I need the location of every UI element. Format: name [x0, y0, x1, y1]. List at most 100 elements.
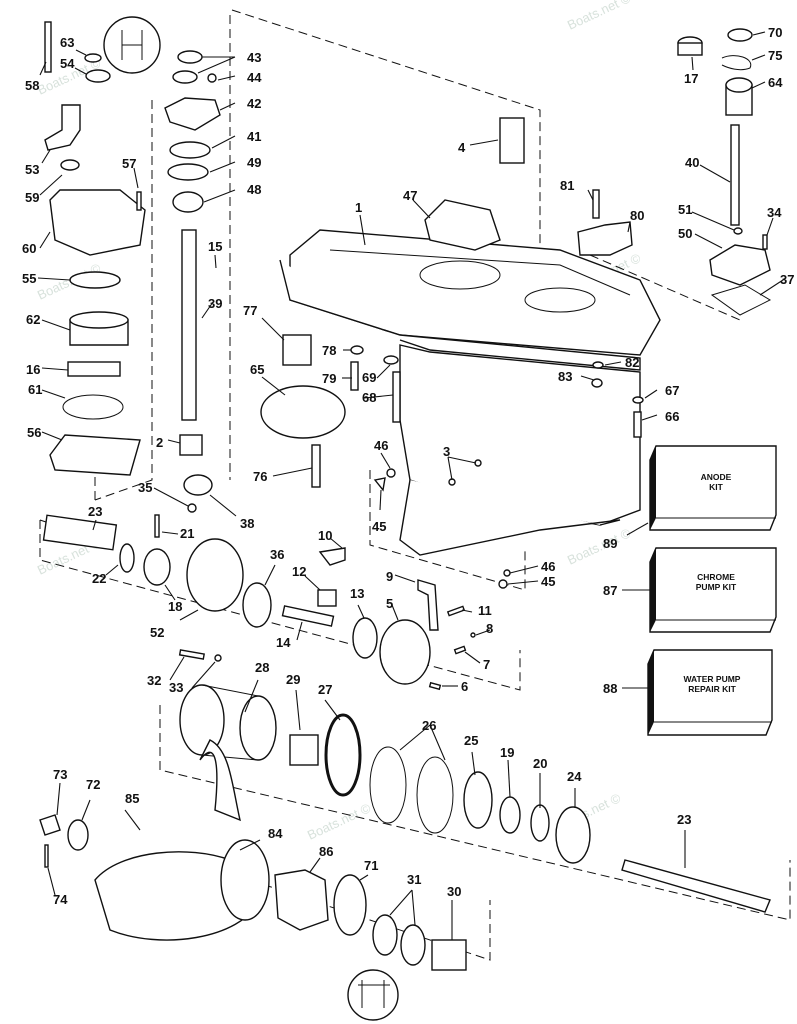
callout-label[interactable]: 84 — [268, 826, 283, 841]
callout-label[interactable]: 4 — [458, 140, 466, 155]
callout-label[interactable]: 19 — [500, 745, 514, 760]
callout-label[interactable]: 43 — [247, 50, 261, 65]
callout-label[interactable]: 70 — [768, 25, 782, 40]
callout-label[interactable]: 83 — [558, 369, 572, 384]
callout-label[interactable]: 1 — [355, 200, 362, 215]
callout-label[interactable]: 74 — [53, 892, 68, 907]
callout-label[interactable]: 81 — [560, 178, 574, 193]
callout-label[interactable]: 9 — [386, 569, 393, 584]
callout-label[interactable]: 42 — [247, 96, 261, 111]
callout-label[interactable]: 82 — [625, 355, 639, 370]
callout-label[interactable]: 12 — [292, 564, 306, 579]
chrome-pump-kit-box[interactable]: CHROME PUMP KIT — [649, 547, 777, 633]
callout-label[interactable]: 56 — [27, 425, 41, 440]
callout-label[interactable]: 33 — [169, 680, 183, 695]
callout-label[interactable]: 89 — [603, 536, 617, 551]
callout-label[interactable]: 71 — [364, 858, 378, 873]
callout-label[interactable]: 80 — [630, 208, 644, 223]
callout-label[interactable]: 29 — [286, 672, 300, 687]
callout-label[interactable]: 68 — [362, 390, 376, 405]
callout-label[interactable]: 53 — [25, 162, 39, 177]
callout-label[interactable]: 88 — [603, 681, 617, 696]
callout-label[interactable]: 48 — [247, 182, 261, 197]
callout-label[interactable]: 44 — [247, 70, 262, 85]
callout-label[interactable]: 46 — [541, 559, 555, 574]
callout-label[interactable]: 3 — [443, 444, 450, 459]
callout-label[interactable]: 54 — [60, 56, 75, 71]
callout-label[interactable]: 11 — [478, 603, 492, 618]
callout-label[interactable]: 45 — [372, 519, 386, 534]
callout-label[interactable]: 6 — [461, 679, 468, 694]
callout-label[interactable]: 40 — [685, 155, 699, 170]
callout-label[interactable]: 13 — [350, 586, 364, 601]
callout-label[interactable]: 34 — [767, 205, 782, 220]
callout-label[interactable]: 55 — [22, 271, 36, 286]
callout-label[interactable]: 23 — [88, 504, 102, 519]
callout-label[interactable]: 25 — [464, 733, 478, 748]
callout-label[interactable]: 66 — [665, 409, 679, 424]
gearcase-housing — [279, 229, 661, 556]
callout-label[interactable]: 77 — [243, 303, 257, 318]
callout-label[interactable]: 69 — [362, 370, 376, 385]
callout-label[interactable]: 28 — [255, 660, 269, 675]
callout-label[interactable]: 65 — [250, 362, 264, 377]
callout-label[interactable]: 58 — [25, 78, 39, 93]
callout-label[interactable]: 20 — [533, 756, 547, 771]
callout-label[interactable]: 23 — [677, 812, 691, 827]
callout-label[interactable]: 49 — [247, 155, 261, 170]
callout-label[interactable]: 21 — [180, 526, 194, 541]
callout-label[interactable]: 22 — [92, 571, 106, 586]
callout-label[interactable]: 8 — [486, 621, 493, 636]
callout-label[interactable]: 50 — [678, 226, 692, 241]
callout-label[interactable]: 7 — [483, 657, 490, 672]
callout-label[interactable]: 35 — [138, 480, 152, 495]
callout-label[interactable]: 72 — [86, 777, 100, 792]
callout-label[interactable]: 18 — [168, 599, 182, 614]
callout-label[interactable]: 36 — [270, 547, 284, 562]
callout-label[interactable]: 57 — [122, 156, 136, 171]
callout-label[interactable]: 59 — [25, 190, 39, 205]
callout-label[interactable]: 64 — [768, 75, 783, 90]
callout-label[interactable]: 62 — [26, 312, 40, 327]
callout-label[interactable]: 60 — [22, 241, 36, 256]
callout-label[interactable]: 76 — [253, 469, 267, 484]
callout-label[interactable]: 32 — [147, 673, 161, 688]
callout-label[interactable]: 85 — [125, 791, 139, 806]
callout-label[interactable]: 41 — [247, 129, 261, 144]
callout-label[interactable]: 5 — [386, 596, 393, 611]
callout-label[interactable]: 2 — [156, 435, 163, 450]
callout-label[interactable]: 61 — [28, 382, 42, 397]
callout-label[interactable]: 31 — [407, 872, 421, 887]
callout-label[interactable]: 17 — [684, 71, 698, 86]
callout-label[interactable]: 63 — [60, 35, 74, 50]
kit-label: KIT — [709, 482, 724, 492]
callout-label[interactable]: 86 — [319, 844, 333, 859]
callout-label[interactable]: 26 — [422, 718, 436, 733]
callout-label[interactable]: 38 — [240, 516, 254, 531]
callout-label[interactable]: 87 — [603, 583, 617, 598]
callout-label[interactable]: 51 — [678, 202, 692, 217]
callout-label[interactable]: 15 — [208, 239, 222, 254]
callout-label[interactable]: 79 — [322, 371, 336, 386]
leader-lines — [37, 31, 787, 940]
callout-label[interactable]: 67 — [665, 383, 679, 398]
callout-label[interactable]: 30 — [447, 884, 461, 899]
callout-label[interactable]: 78 — [322, 343, 336, 358]
anode-kit-box[interactable]: ANODE KIT — [649, 445, 777, 531]
callout-label[interactable]: 10 — [318, 528, 332, 543]
callout-label[interactable]: 73 — [53, 767, 67, 782]
callout-label[interactable]: 24 — [567, 769, 582, 784]
water-pump-repair-kit-box[interactable]: WATER PUMP REPAIR KIT — [647, 649, 773, 736]
callout-label[interactable]: 47 — [403, 188, 417, 203]
callout-label[interactable]: 39 — [208, 296, 222, 311]
callout-label[interactable]: 52 — [150, 625, 164, 640]
callout-label[interactable]: 37 — [780, 272, 794, 287]
callout-label[interactable]: 45 — [541, 574, 555, 589]
callout-label[interactable]: 16 — [26, 362, 40, 377]
callout-label[interactable]: 46 — [374, 438, 388, 453]
callout-label[interactable]: 27 — [318, 682, 332, 697]
callout-label[interactable]: 14 — [276, 635, 291, 650]
assembly-guides — [39, 9, 791, 961]
callout-label[interactable]: 75 — [768, 48, 782, 63]
